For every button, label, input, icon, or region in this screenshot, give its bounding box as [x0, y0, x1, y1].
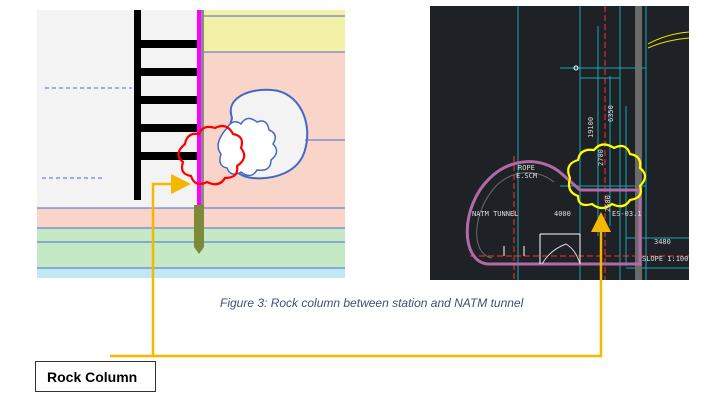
- dim-4000: 4000: [554, 210, 571, 218]
- dim-6350: 6350: [607, 105, 615, 122]
- slope-note: SLOPE 1:100: [642, 255, 688, 263]
- dim-2700: 2700: [597, 149, 605, 166]
- rock-column-highlight-right: [567, 143, 647, 210]
- tunnel-name-label: NATM TUNNEL: [472, 210, 518, 218]
- natm-tunnel-cad-drawing: 19100 6350 2700 2500 4000 NATM TUNNEL RO…: [430, 6, 689, 280]
- note-escm: E.SCM: [516, 172, 537, 180]
- rock-column-highlight-left: [177, 124, 246, 186]
- figure-caption: Figure 3: Rock column between station an…: [220, 296, 524, 310]
- dim-3480: 3480: [654, 238, 671, 246]
- station-section-drawing: [37, 10, 345, 278]
- rock-column-callout-box: Rock Column: [35, 361, 156, 392]
- dim-19100: 19100: [587, 117, 595, 138]
- dim-2500: 2500: [604, 195, 612, 212]
- note-rope: ROPE: [518, 164, 535, 172]
- rock-column-label: Rock Column: [47, 369, 138, 385]
- section-ref: ES-03.1: [612, 210, 642, 218]
